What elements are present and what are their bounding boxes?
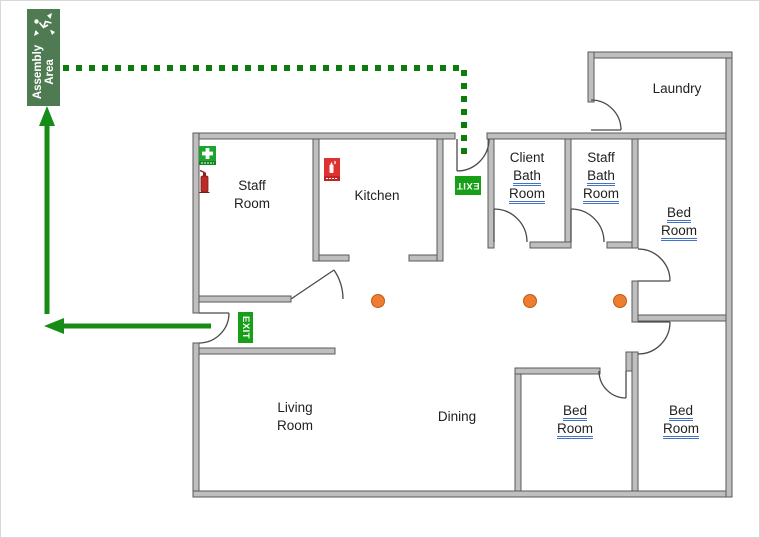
door-swing-icon [198,312,230,344]
room-label-dining: Dining [437,409,477,424]
wall-segment [625,351,633,372]
door-swing-icon [590,99,622,131]
escape-arrow-up [39,106,55,314]
room-label-staff-room: Staff Room [233,178,271,211]
wall-segment [631,280,639,323]
door-swing-icon [290,269,344,300]
exit-sign-top: EXIT [455,176,481,195]
room-label-bed-room-bottom-right: Bed Room [662,402,700,439]
room-label-living-room: Living Room [276,400,314,433]
wall-segment [631,351,639,492]
wall-segment [631,138,639,249]
wall-segment [192,490,733,498]
smoke-detector-dot [613,294,627,308]
assembly-area-label: Assembly Area [32,44,56,100]
doors [198,99,671,399]
room-label-bed-room-bottom-middle: Bed Room [556,402,594,439]
assembly-area-sign: Assembly Area [27,9,60,106]
wall-segment [192,132,456,140]
wall-segment [198,347,336,355]
door-swing-icon [637,248,671,282]
door-swing-icon [598,370,627,399]
wall-segment [564,138,572,243]
smoke-detector-dot [523,294,537,308]
wall-segment [408,254,438,262]
exit-sign-left: EXIT [238,312,253,343]
wall-segment [514,367,522,492]
detectors [371,294,627,308]
room-label-client-bath-room: Client Bath Room [508,149,546,204]
wall-segment [312,138,320,262]
wall-segment [514,367,601,375]
door-swing-icon [637,321,671,355]
door-swing-icon [456,138,490,172]
room-label-staff-bath-room: Staff Bath Room [582,149,620,204]
walls [192,51,733,498]
wall-segment [198,295,292,303]
fire-extinguisher-icon [199,169,210,193]
room-label-bed-room-right: Bed Room [660,204,698,241]
wall-segment [725,51,733,498]
wall-segment [436,138,444,262]
wall-segment [529,241,572,249]
first-aid-icon [199,146,216,165]
room-label-laundry: Laundry [652,81,702,96]
escape-arrow-left [44,318,211,334]
wall-segment [486,132,733,140]
room-label-kitchen: Kitchen [354,188,400,203]
wall-segment [587,51,733,59]
smoke-detector-dot [371,294,385,308]
door-swing-icon [493,208,528,243]
wall-segment [192,342,200,498]
fire-safety-sign-icon [324,158,340,181]
wall-segment [487,138,495,249]
wall-segment [587,51,595,103]
wall-segment [637,314,727,322]
assembly-point-icon [34,13,55,36]
wall-segment [192,132,200,314]
wall-segment [318,254,350,262]
escape-route-dotted-line [63,65,467,157]
door-swing-icon [570,208,605,243]
